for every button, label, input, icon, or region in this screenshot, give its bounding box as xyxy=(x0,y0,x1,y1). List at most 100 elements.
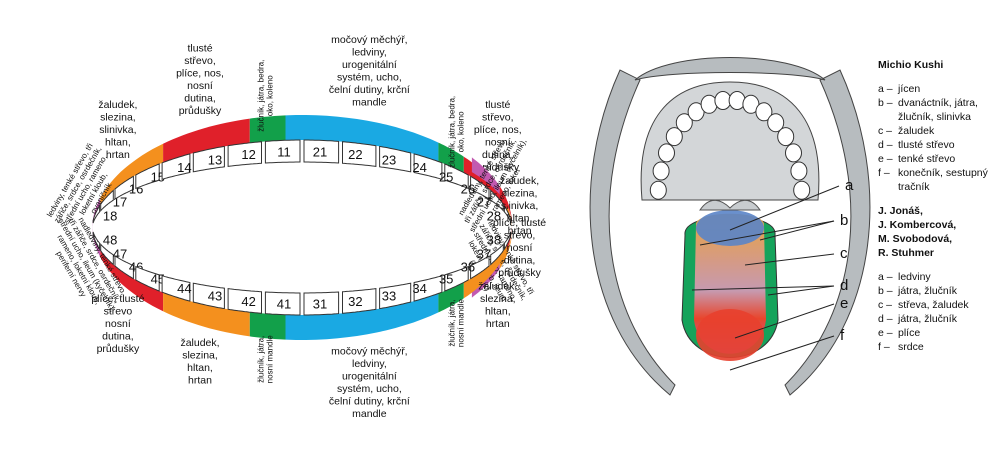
upper-tooth-number: 14 xyxy=(177,160,191,175)
uvula xyxy=(699,199,761,211)
upper-tooth-14 xyxy=(161,153,191,180)
band-label-line: nosní xyxy=(187,80,213,92)
band-label-line: střevo, xyxy=(184,55,216,67)
upper-tooth-25 xyxy=(444,163,469,190)
legend-value: tlusté střevo xyxy=(898,139,955,151)
band-label-line: plíce, nos, xyxy=(176,68,224,80)
band-label-line: žlučník, játra, xyxy=(257,336,266,383)
band-label-line: plíce, tlusté xyxy=(91,293,144,305)
band-label-line: hrtan xyxy=(508,225,532,237)
band-label-line: dutina, xyxy=(482,149,514,161)
band-label-line: průdušky xyxy=(476,161,519,173)
band-label-line: hrtan xyxy=(486,318,510,330)
band-label-line: dutina, xyxy=(504,254,536,266)
mouth-tooth xyxy=(665,127,683,147)
mouth-tooth xyxy=(755,102,773,122)
lower-band-label-5: žlučník, játra,nosní mandle xyxy=(448,299,466,348)
lower-band-6 xyxy=(463,244,507,299)
band-label-line: nosní xyxy=(105,318,131,330)
upper-band-2 xyxy=(163,118,250,163)
upper-tooth-15 xyxy=(135,163,160,190)
legend-key: b – xyxy=(878,97,893,109)
lower-tooth-number: 37 xyxy=(477,247,491,262)
upper-tooth-27 xyxy=(490,189,504,213)
band-label-line: žlučník, játra, xyxy=(448,300,457,347)
upper-lip xyxy=(634,57,826,81)
band-label-line: střevo, xyxy=(504,229,536,241)
band-label-line: průdušky xyxy=(498,267,541,279)
upper-band-3 xyxy=(249,115,286,143)
upper-tooth-26 xyxy=(470,175,490,200)
authors-item: a –ledviny xyxy=(878,270,998,284)
kushi-item: f –konečník, sestupný tračník xyxy=(878,166,998,194)
band-label-line: mandle xyxy=(352,97,387,109)
upper-tooth-13 xyxy=(192,145,225,173)
band-label-line: žaludek, xyxy=(98,99,137,111)
upper-band-label-7: žaludek,slezina,slinivka,hltan,hrtan xyxy=(500,175,539,237)
band-label-line: ledviny, xyxy=(352,47,387,59)
band-label-line: hltan, xyxy=(485,306,511,318)
legend-key: f – xyxy=(878,167,890,179)
lower-band-label-3: žlučník, játra,nosní mandle xyxy=(257,335,275,384)
lower-tooth-number: 34 xyxy=(412,281,426,296)
lower-tooth-47 xyxy=(100,242,114,266)
upper-tooth-22 xyxy=(342,141,377,167)
upper-band-label-5: žlučník, játra, bedra,oko, koleno xyxy=(448,96,466,168)
legend-value: ledviny xyxy=(898,271,931,283)
band-label-line: mandle xyxy=(352,408,387,420)
band-label-line: nosní mandle xyxy=(457,299,466,348)
lower-tooth-38 xyxy=(503,231,512,251)
lower-tooth-number: 32 xyxy=(348,294,362,309)
authors-item: e – plíce xyxy=(878,326,998,340)
legend-key: c – xyxy=(878,299,893,311)
legend-author-name: J. Jonáš, xyxy=(878,205,923,217)
mouth-tooth xyxy=(649,180,667,200)
legend-key: e – xyxy=(878,327,893,339)
leader-line xyxy=(759,220,835,241)
legend-value: plíce xyxy=(898,327,921,339)
lower-tooth-number: 42 xyxy=(241,294,255,309)
lower-band-label-6: žaludek,slezina,hltan,hrtan xyxy=(478,281,517,331)
lower-tooth-34 xyxy=(413,275,443,302)
left-cheek xyxy=(589,69,676,396)
legend-value: dvanáctník, játra, žlučník, slinivka xyxy=(898,97,978,123)
upper-band-5 xyxy=(438,142,464,173)
band-label-line: žaludek, xyxy=(500,175,539,187)
band-label-line: průdušky xyxy=(179,105,222,117)
band-label-line: hrtan xyxy=(188,375,212,387)
band-label-line: urogenitální xyxy=(342,371,397,383)
upper-tooth-21 xyxy=(303,139,340,164)
lower-band-4 xyxy=(285,293,439,340)
lower-band-5 xyxy=(438,282,464,313)
lower-tooth-number: 31 xyxy=(313,297,327,312)
upper-tooth-11 xyxy=(264,139,301,164)
tongue-letter-b: b xyxy=(840,212,848,229)
upper-tooth-23 xyxy=(379,145,412,173)
authors-item: d –játra, žlučník xyxy=(878,312,998,326)
band-label-line: žlučník, játra, bedra, xyxy=(448,96,457,168)
upper-tooth-number: 27 xyxy=(477,194,491,209)
leader-line xyxy=(729,185,840,231)
tongue-letter-e: e xyxy=(840,295,848,312)
lower-band-label-2: žaludek,slezina,hltan,hrtan xyxy=(180,337,219,387)
authors-item: b –játra, žlučník xyxy=(878,284,998,298)
band-label-line: oko, koleno xyxy=(266,75,275,116)
lower-band-2 xyxy=(163,292,250,337)
tongue-zone-e xyxy=(696,309,764,361)
band-label-line: slezina, xyxy=(100,112,136,124)
legend-author-name: J. Kombercová, xyxy=(878,219,957,231)
leader-line xyxy=(734,303,835,339)
lower-tooth-number: 48 xyxy=(103,233,117,248)
legend-value: jícen xyxy=(898,83,921,95)
band-label-line: ledviny, xyxy=(352,358,387,370)
kushi-item: d –tlusté střevo xyxy=(878,138,998,152)
palate xyxy=(640,81,820,201)
